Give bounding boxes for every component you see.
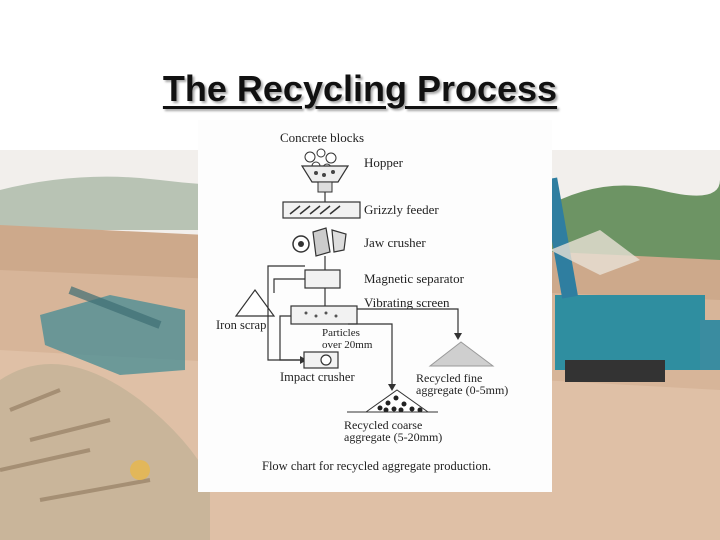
recycling-flow-chart: Concrete blocks Hopper Grizzly feeder Ja… — [198, 120, 552, 492]
grizzly-feeder-icon — [282, 201, 361, 219]
label-fine-line1: Recycled fine — [416, 371, 482, 385]
vibrating-screen-icon — [290, 305, 358, 325]
jaw-crusher-icon — [292, 227, 347, 257]
slide-title: The Recycling Process — [162, 68, 558, 110]
flow-chart-caption: Flow chart for recycled aggregate produc… — [262, 459, 491, 473]
label-particles-line1: Particles — [322, 327, 360, 339]
hopper-chute — [317, 181, 333, 193]
iron-scrap-pile-icon — [234, 288, 276, 317]
label-grizzly-feeder: Grizzly feeder — [364, 202, 439, 217]
label-concrete-blocks: Concrete blocks — [280, 130, 364, 145]
fine-aggregate-pile-icon — [428, 341, 495, 367]
coarse-aggregate-pile-icon — [347, 389, 438, 413]
label-fine-line2: aggregate (0-5mm) — [416, 383, 508, 397]
impact-crusher-icon — [303, 351, 339, 369]
label-coarse-line2: aggregate (5-20mm) — [344, 430, 442, 444]
label-vibrating-screen: Vibrating screen — [364, 295, 450, 310]
label-magnetic-separator: Magnetic separator — [364, 271, 465, 286]
label-hopper: Hopper — [364, 155, 404, 170]
label-particles-line2: over 20mm — [322, 339, 373, 351]
label-iron-scrap: Iron scrap — [216, 318, 266, 332]
magnetic-separator-icon — [304, 269, 341, 289]
label-coarse-line1: Recycled coarse — [344, 418, 422, 432]
label-impact-crusher: Impact crusher — [280, 370, 355, 384]
label-jaw-crusher: Jaw crusher — [364, 235, 426, 250]
